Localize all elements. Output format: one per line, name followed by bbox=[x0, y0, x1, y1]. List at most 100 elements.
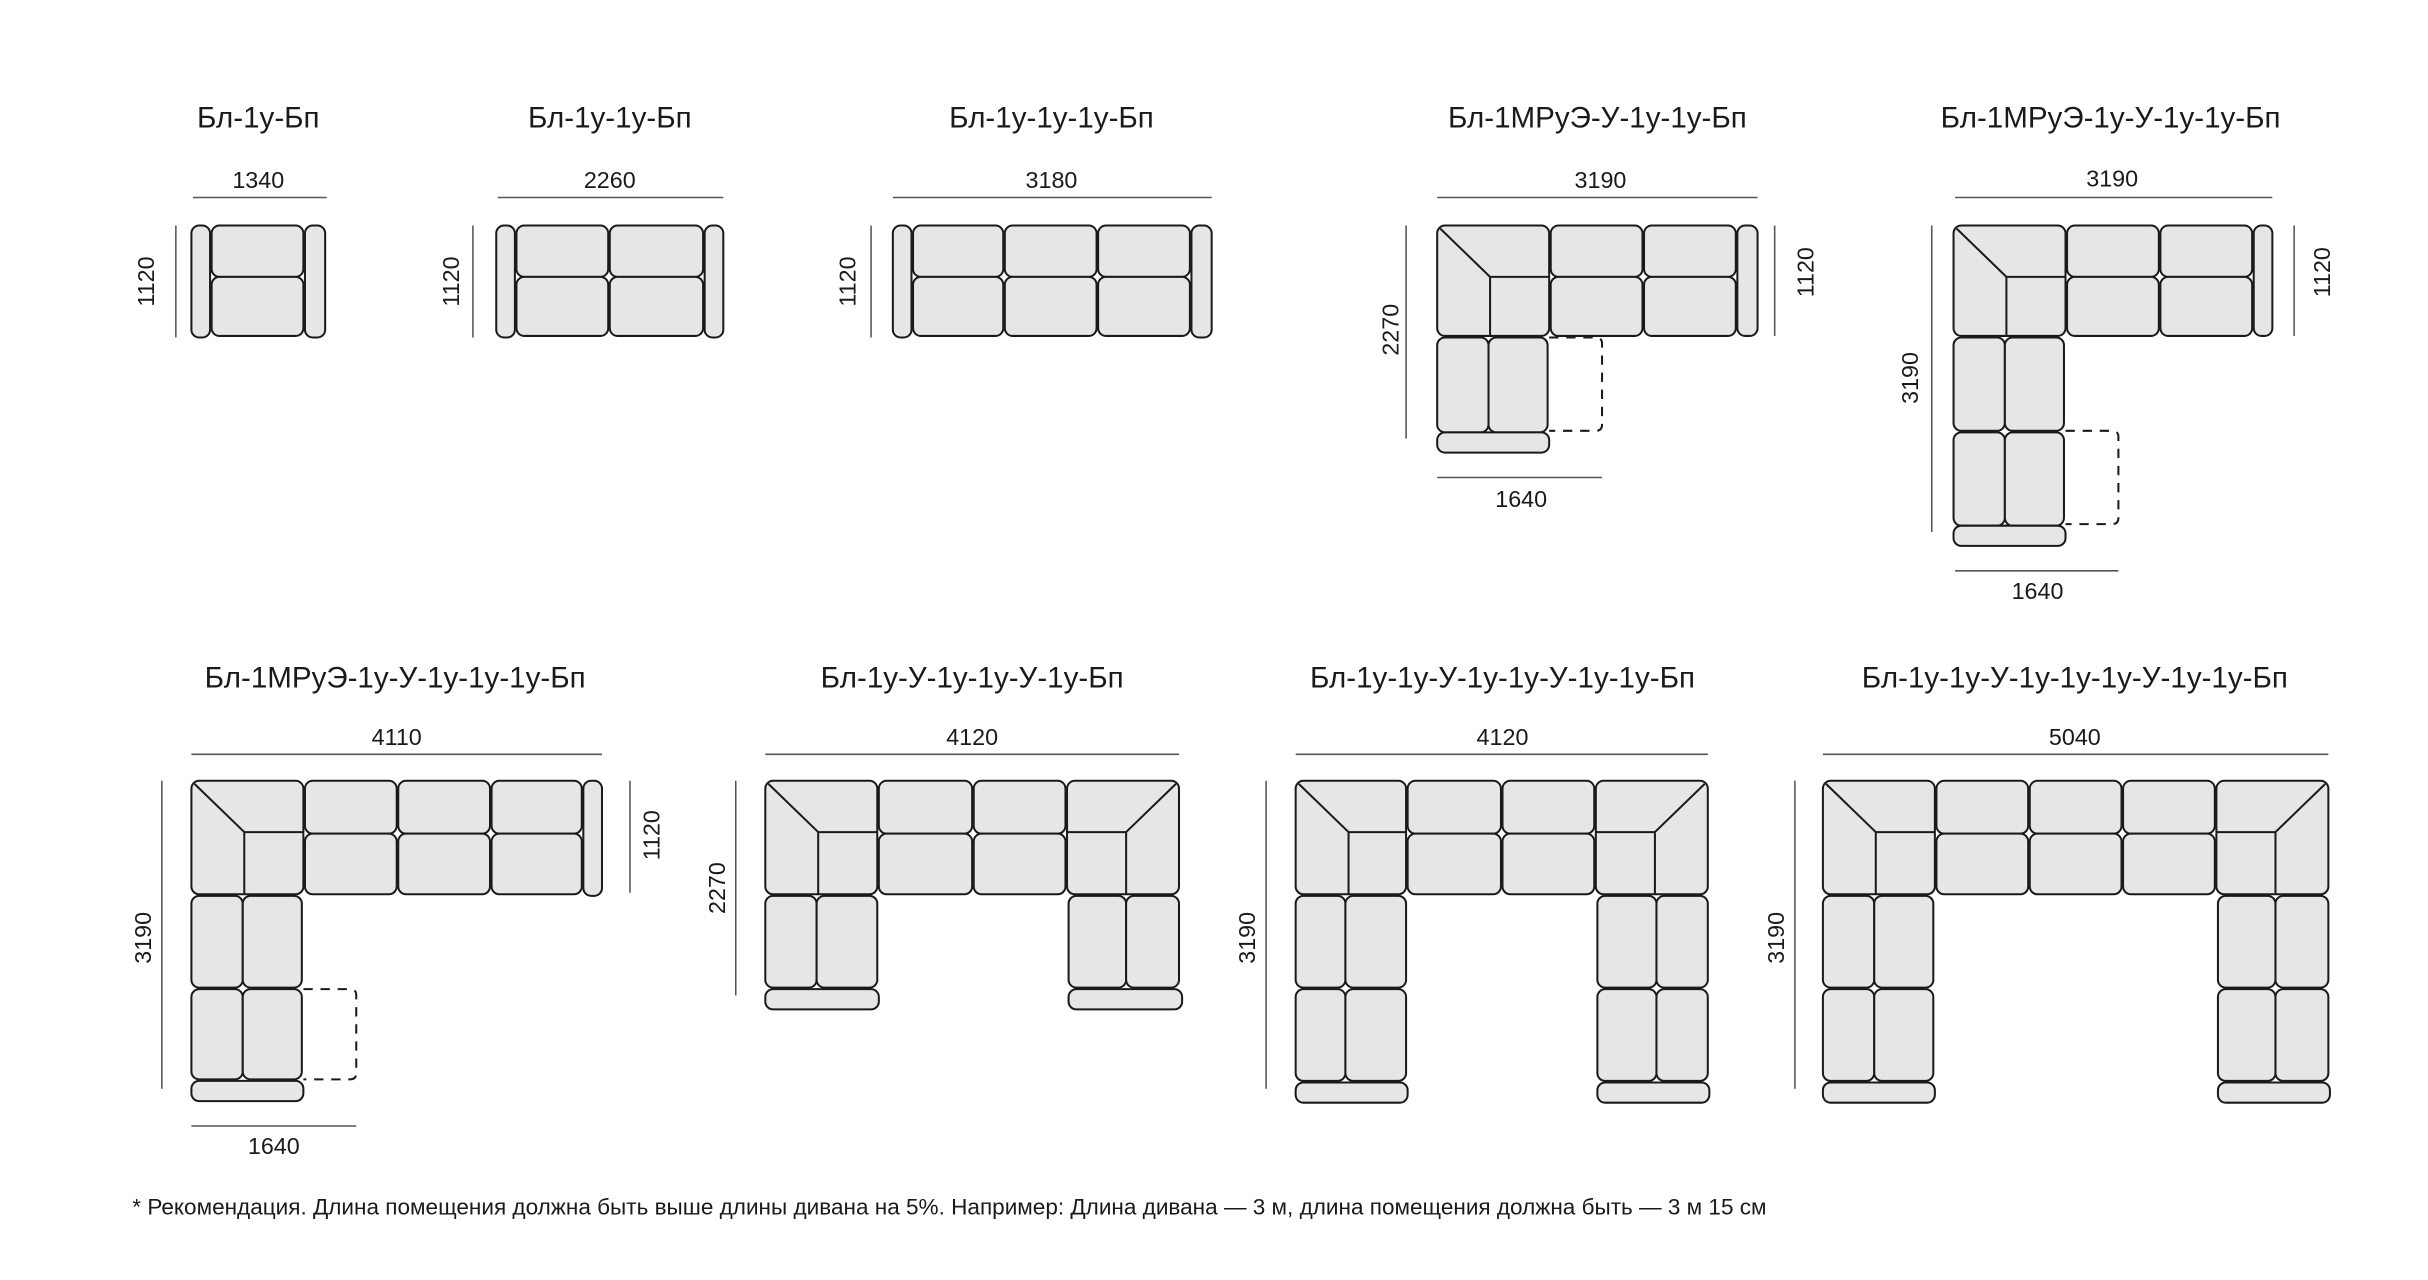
corner-module bbox=[1294, 779, 1408, 896]
corner-diagonal bbox=[1654, 783, 1706, 833]
armrest-right bbox=[2252, 224, 2274, 337]
seat-cushion bbox=[1935, 832, 2030, 896]
side-cushion bbox=[2003, 336, 2065, 432]
sofa-5 bbox=[1930, 196, 2295, 572]
seat-cushion bbox=[1003, 275, 1098, 337]
sofa-5-width: 3190 bbox=[2086, 166, 2138, 192]
sofa-6 bbox=[161, 753, 631, 1127]
sofa-2-depth: 1120 bbox=[438, 256, 464, 306]
sofa-7 bbox=[734, 753, 1184, 1011]
armrest-right bbox=[1736, 224, 1759, 337]
footnote: * Рекомендация. Длина помещения должна б… bbox=[132, 1195, 1766, 1220]
side-cushion bbox=[241, 894, 303, 989]
seat-cushion bbox=[2122, 832, 2216, 896]
side-cushion bbox=[1655, 988, 1709, 1082]
sofa-3-title: Бл-1у-1у-1у-Бп bbox=[949, 102, 1154, 135]
side-cushion bbox=[764, 894, 818, 989]
sofa-8-length: 3190 bbox=[1234, 912, 1260, 964]
seat-cushion bbox=[1406, 832, 1502, 896]
seat-cushion bbox=[608, 275, 705, 337]
back-cushion bbox=[877, 779, 974, 835]
sofa-6-title: Бл-1МРуЭ-1у-У-1у-1у-1у-Бп bbox=[205, 661, 586, 694]
side-cushion bbox=[2216, 894, 2277, 989]
seat-cushion bbox=[1097, 275, 1191, 337]
sofa-9-width: 5040 bbox=[2049, 724, 2101, 750]
sofa-4-depth: 1120 bbox=[1793, 247, 1819, 297]
armrest-bottom-right bbox=[2216, 1081, 2331, 1104]
back-cushion bbox=[2122, 779, 2216, 835]
sofa-8 bbox=[1265, 753, 1711, 1104]
armrest-left bbox=[891, 224, 913, 339]
seat-cushion bbox=[2159, 275, 2254, 337]
sofa-1 bbox=[175, 196, 327, 339]
sofa-6-length: 3190 bbox=[130, 912, 156, 964]
corner-diagonal bbox=[1955, 227, 2008, 278]
seat-cushion bbox=[972, 832, 1067, 896]
sofa-3 bbox=[870, 196, 1213, 339]
sofa-3-width: 3180 bbox=[1026, 167, 1078, 193]
back-cushion bbox=[1501, 779, 1596, 835]
side-cushion bbox=[1821, 988, 1876, 1082]
side-cushion bbox=[2274, 988, 2330, 1082]
armrest-left bbox=[495, 224, 516, 339]
sofa-1-depth: 1120 bbox=[133, 256, 159, 306]
seat-cushion bbox=[515, 275, 610, 337]
side-cushion bbox=[1952, 431, 2006, 527]
sofa-1-width: 1340 bbox=[232, 167, 284, 193]
back-cushion bbox=[515, 224, 610, 278]
sofa-4-width: 3190 bbox=[1575, 167, 1627, 193]
back-cushion bbox=[397, 779, 492, 835]
back-cushion bbox=[1097, 224, 1191, 278]
corner-diagonal bbox=[1439, 227, 1491, 278]
armrest-left bbox=[190, 224, 212, 339]
armrest-bottom-left bbox=[1821, 1081, 1936, 1104]
sofa-3-depth: 1120 bbox=[835, 256, 861, 306]
armrest-bottom bbox=[1436, 431, 1551, 454]
sofa-9 bbox=[1794, 753, 2331, 1104]
back-cushion bbox=[1406, 779, 1502, 835]
chaise-extension-outline bbox=[2065, 429, 2120, 526]
side-cushion bbox=[190, 894, 244, 989]
corner-diagonal bbox=[1825, 783, 1877, 833]
back-cushion bbox=[912, 224, 1005, 278]
armrest-bottom-left bbox=[764, 988, 880, 1011]
side-cushion bbox=[1294, 894, 1347, 989]
seat-cushion bbox=[1643, 275, 1737, 337]
side-cushion bbox=[1125, 894, 1181, 989]
chaise-extension-outline bbox=[303, 988, 358, 1081]
sofa-4-length: 2270 bbox=[1377, 304, 1403, 356]
corner-diagonal bbox=[193, 783, 245, 833]
armrest-right bbox=[703, 224, 725, 339]
back-cushion bbox=[1549, 224, 1644, 278]
back-cushion bbox=[1643, 224, 1737, 278]
corner-diagonal bbox=[1298, 783, 1350, 833]
seat-cushion bbox=[1501, 832, 1596, 896]
back-cushion bbox=[1003, 224, 1098, 278]
chaise-extension-outline bbox=[1549, 336, 1604, 432]
back-cushion bbox=[972, 779, 1067, 835]
armrest-bottom-left bbox=[1294, 1081, 1409, 1104]
sofa-4 bbox=[1405, 196, 1776, 479]
corner-diagonal bbox=[2274, 783, 2326, 833]
seat-cushion bbox=[2066, 275, 2160, 337]
sofa-8-title: Бл-1у-1у-У-1у-1у-У-1у-1у-Бп bbox=[1310, 661, 1695, 694]
armrest-bottom bbox=[1952, 524, 2067, 547]
sofa-6-chaise: 1640 bbox=[248, 1133, 300, 1159]
side-cushion bbox=[1873, 988, 1935, 1082]
sofa-1-title: Бл-1у-Бп bbox=[197, 102, 320, 135]
back-cushion bbox=[2066, 224, 2160, 278]
sofa-4-chaise: 1640 bbox=[1495, 486, 1547, 512]
back-cushion bbox=[303, 779, 398, 835]
armrest-bottom-right bbox=[1067, 988, 1184, 1011]
side-cushion bbox=[2216, 988, 2277, 1082]
side-cushion bbox=[1821, 894, 1876, 989]
back-cushion bbox=[1935, 779, 2030, 835]
seat-cushion bbox=[2028, 832, 2123, 896]
back-cushion bbox=[2028, 779, 2123, 835]
corner-diagonal bbox=[1125, 783, 1177, 833]
side-cushion bbox=[815, 894, 879, 989]
armrest-bottom-right bbox=[1596, 1081, 1711, 1104]
corner-diagonal bbox=[767, 783, 819, 833]
back-cushion bbox=[210, 224, 305, 278]
